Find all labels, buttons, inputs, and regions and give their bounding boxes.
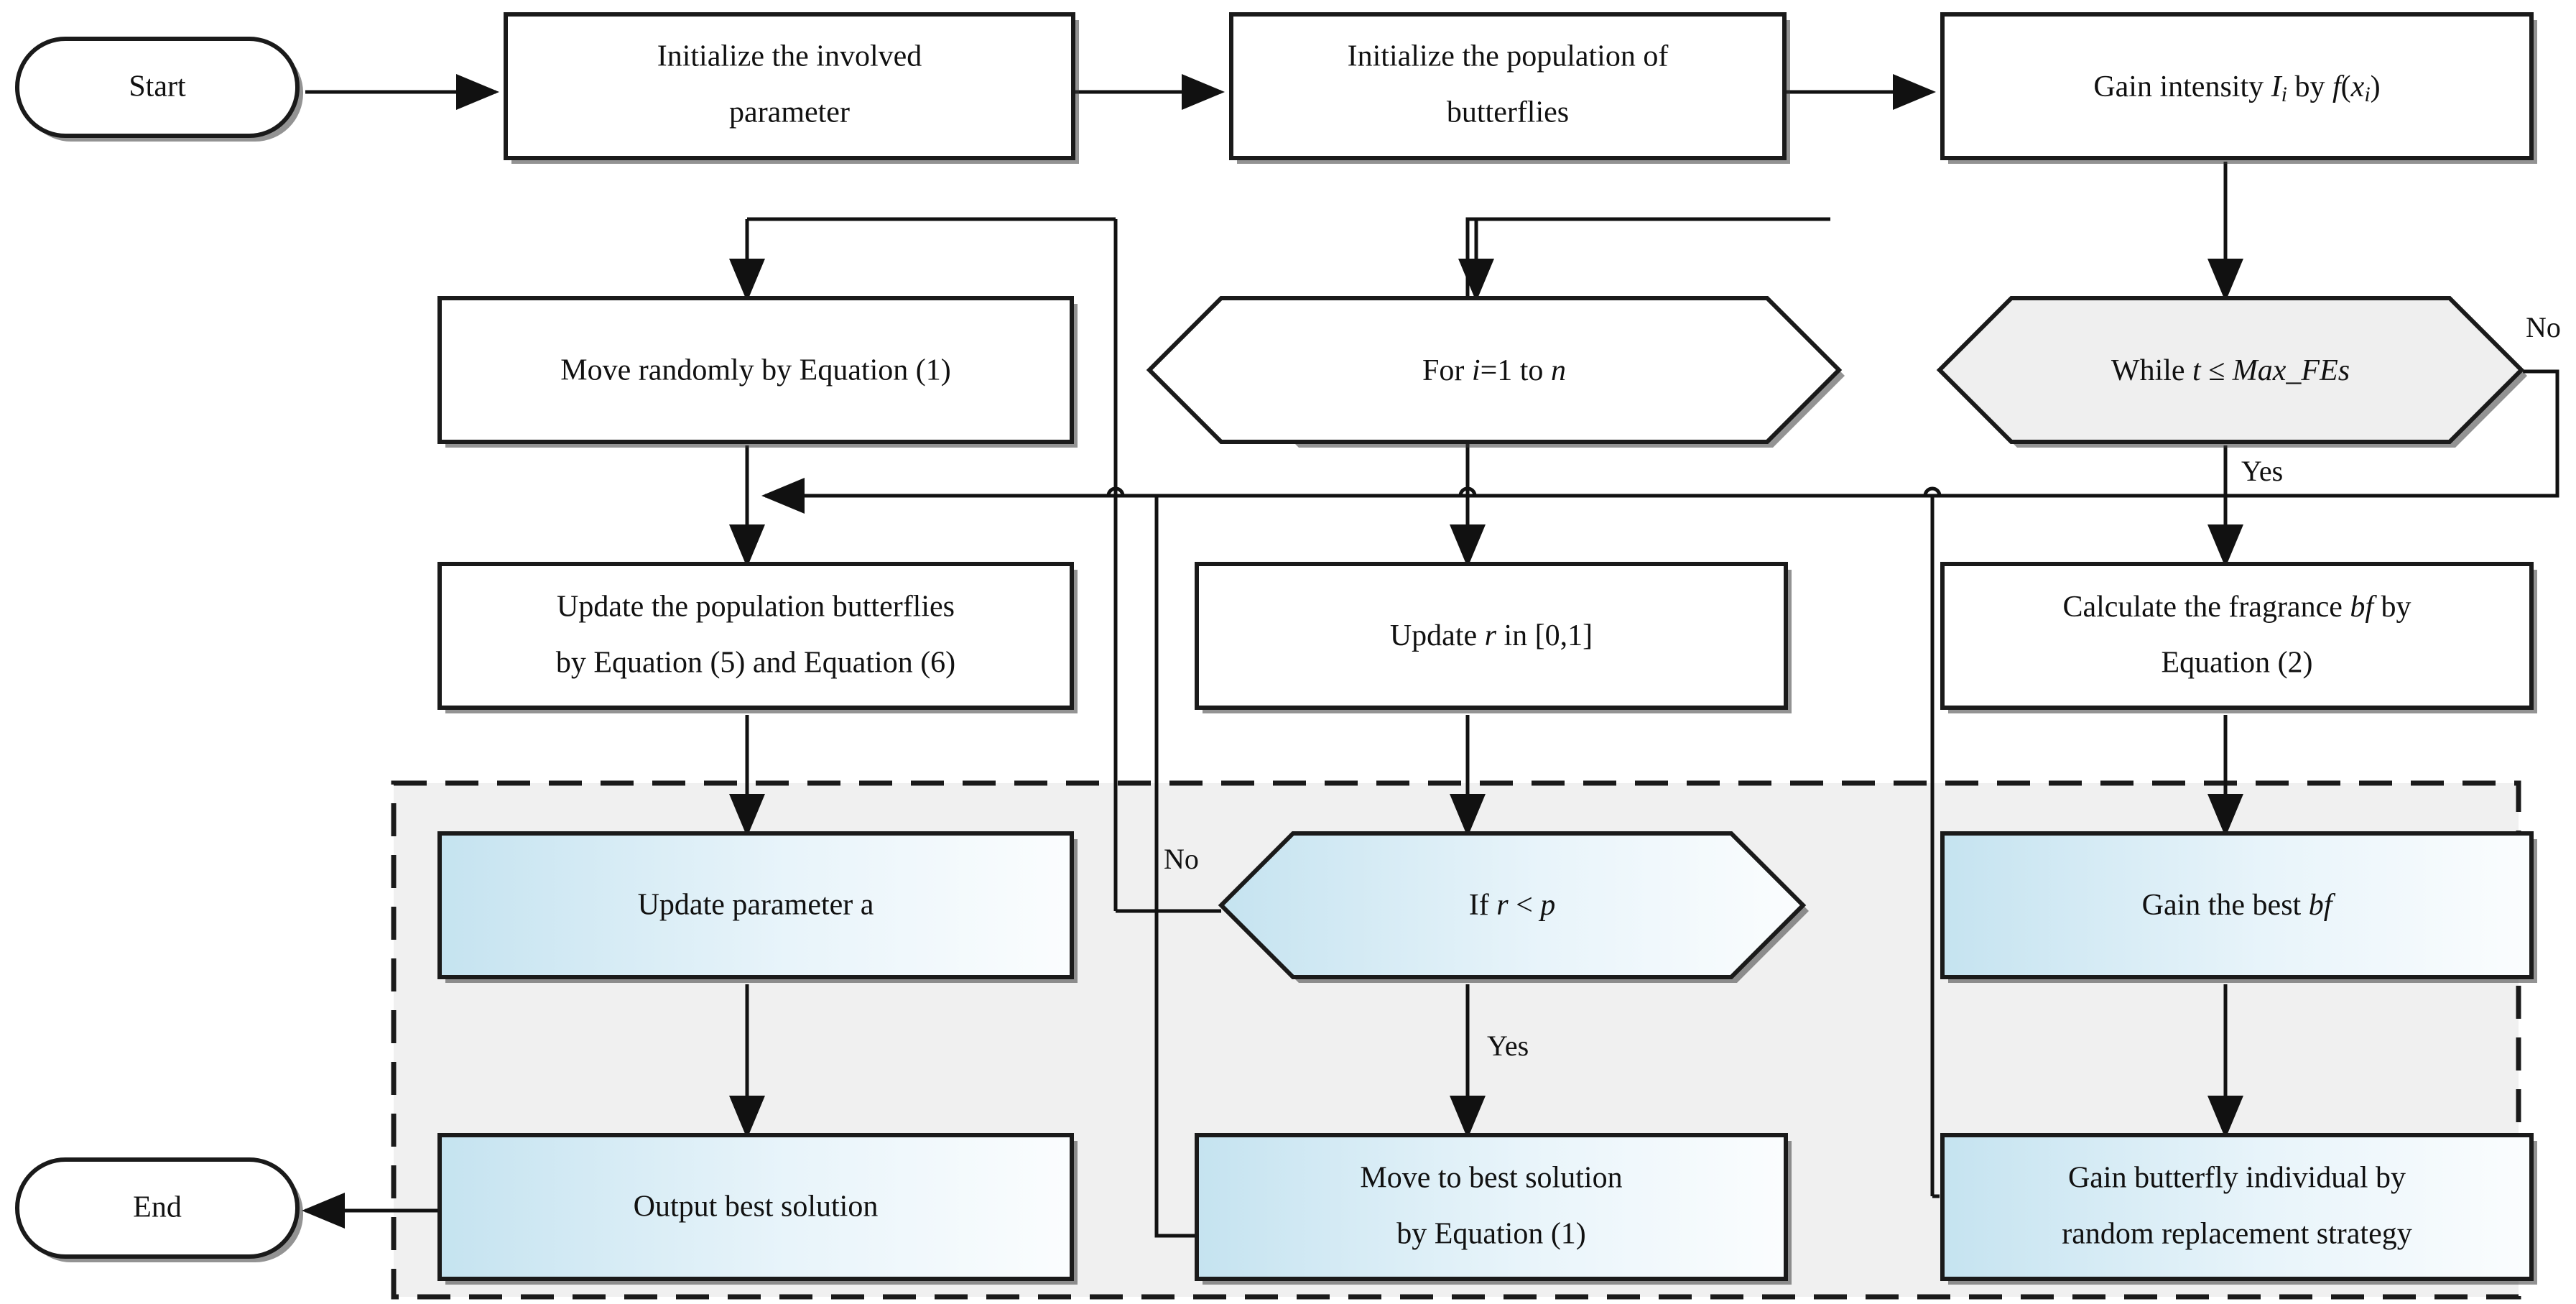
node-init-param-line1: Initialize the involved (657, 40, 922, 73)
calc-fragrance-var: bf (2350, 591, 2377, 624)
gain-intensity-sub1: i (2281, 83, 2287, 106)
node-if-r-lt-p[interactable]: If r < p (1218, 831, 1809, 983)
node-output-best-solution[interactable]: Output best solution (437, 1133, 1078, 1285)
node-end[interactable]: End (15, 1157, 303, 1262)
node-for-loop[interactable]: For i=1 to n (1146, 296, 1845, 448)
if-pre: If (1469, 889, 1496, 922)
update-r-pre: Update (1390, 619, 1485, 652)
node-update-r[interactable]: Update r in [0,1] (1195, 562, 1792, 713)
edge-labels: No Yes No Yes (1164, 311, 2561, 1062)
node-update-population-line1: Update the population butterflies (557, 591, 955, 624)
gain-intensity-mid: by (2287, 70, 2332, 103)
node-gain-butterfly-line2: random replacement strategy (2062, 1218, 2411, 1251)
if-op: < (1509, 889, 1541, 922)
node-update-population-line2: by Equation (5) and Equation (6) (556, 647, 955, 680)
node-gain-butterfly-individual[interactable]: Gain butterfly individual by random repl… (1940, 1133, 2537, 1285)
node-calc-fragrance[interactable]: Calculate the fragrance bf by Equation (… (1940, 562, 2537, 713)
node-start-label: Start (129, 70, 186, 103)
gain-best-bf-pre: Gain the best (2142, 889, 2309, 922)
node-while-loop-label: While t ≤ Max_FEs (2111, 354, 2350, 387)
node-move-best-solution-line1: Move to best solution (1360, 1162, 1622, 1195)
update-r-post: in [0,1] (1496, 619, 1593, 652)
node-init-population-line2: butterflies (1447, 96, 1569, 129)
node-update-r-label: Update r in [0,1] (1390, 619, 1593, 652)
line-jump-1 (1923, 486, 1942, 496)
for-loop-var2: n (1551, 354, 1566, 387)
edge-label-if-no: No (1164, 843, 1199, 875)
gain-intensity-var1: I (2271, 70, 2283, 103)
for-loop-mid: =1 to (1481, 354, 1551, 387)
node-gain-butterfly-line1: Gain butterfly individual by (2068, 1162, 2406, 1195)
gain-intensity-sub2: i (2364, 83, 2370, 106)
node-gain-intensity[interactable]: Gain intensity Ii by f(xi) (1940, 12, 2537, 164)
node-gain-best-bf[interactable]: Gain the best bf (1940, 831, 2537, 983)
for-loop-pre: For (1422, 354, 1472, 387)
while-var2: Max_FEs (2232, 354, 2350, 387)
node-move-best-solution-line2: by Equation (1) (1396, 1218, 1586, 1251)
edge-label-if-yes: Yes (1487, 1030, 1529, 1062)
calc-fragrance-post: by (2373, 591, 2411, 624)
if-var1: r (1496, 889, 1509, 922)
edge-label-while-no: No (2526, 311, 2561, 343)
node-init-population-line1: Initialize the population of (1348, 40, 1669, 73)
node-end-label: End (133, 1191, 182, 1224)
node-init-param[interactable]: Initialize the involved parameter (504, 12, 1079, 164)
edge-label-while-yes: Yes (2241, 455, 2283, 487)
node-move-randomly-label: Move randomly by Equation (1) (560, 354, 951, 387)
node-update-param-a-label: Update parameter a (638, 889, 874, 922)
node-gain-best-bf-label: Gain the best bf (2142, 889, 2336, 922)
while-var1: t (2192, 354, 2202, 387)
node-gain-intensity-label: Gain intensity Ii by f(xi) (2093, 70, 2380, 106)
node-init-param-line2: parameter (729, 96, 850, 129)
gain-intensity-var3: x (2350, 70, 2365, 103)
node-move-best-solution[interactable]: Move to best solution by Equation (1) (1195, 1133, 1792, 1285)
node-move-randomly[interactable]: Move randomly by Equation (1) (437, 296, 1078, 448)
node-while-loop[interactable]: While t ≤ Max_FEs (1936, 296, 2527, 448)
calc-fragrance-pre: Calculate the fragrance (2062, 591, 2350, 624)
if-var2: p (1538, 889, 1555, 922)
node-for-loop-label: For i=1 to n (1422, 354, 1566, 387)
node-output-best-solution-label: Output best solution (634, 1190, 879, 1224)
update-r-var1: r (1485, 619, 1497, 652)
node-update-param-a[interactable]: Update parameter a (437, 831, 1078, 983)
node-update-population[interactable]: Update the population butterflies by Equ… (437, 562, 1078, 713)
gain-intensity-pre: Gain intensity (2093, 70, 2271, 103)
gain-best-bf-var: bf (2309, 889, 2336, 922)
connectors (302, 74, 2559, 1238)
while-pre: While (2111, 354, 2192, 387)
gain-intensity-open: ( (2341, 70, 2351, 103)
node-calc-fragrance-line2: Equation (2) (2161, 647, 2312, 680)
node-start[interactable]: Start (15, 37, 303, 142)
for-loop-var1: i (1472, 354, 1481, 387)
gain-intensity-close: ) (2371, 70, 2381, 103)
while-op: ≤ (2201, 354, 2233, 387)
node-calc-fragrance-line1: Calculate the fragrance bf by (2062, 591, 2411, 624)
edge-while-no-branch (1932, 369, 2559, 498)
node-init-population[interactable]: Initialize the population of butterflies (1229, 12, 1790, 164)
node-if-r-lt-p-label: If r < p (1469, 889, 1556, 922)
